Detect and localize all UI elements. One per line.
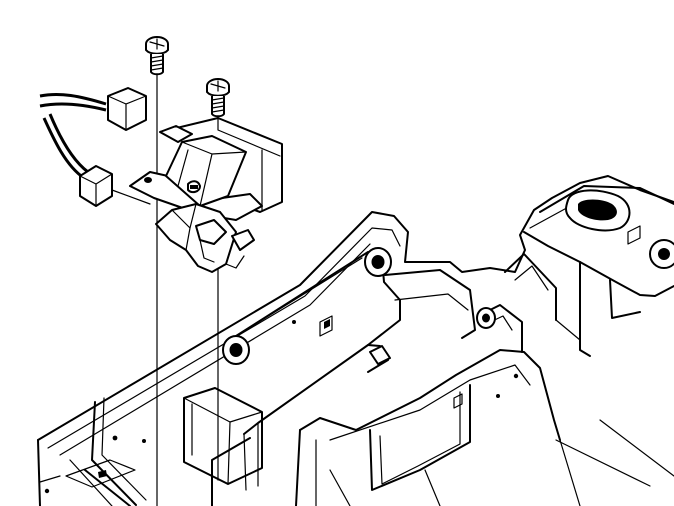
connector-upper — [107, 87, 147, 131]
bracket-module — [129, 117, 283, 273]
screw-right — [206, 78, 230, 118]
connector-lower — [79, 165, 151, 207]
screw-left — [145, 36, 169, 76]
wiring-harness — [39, 92, 107, 180]
chassis-frame — [37, 175, 674, 506]
